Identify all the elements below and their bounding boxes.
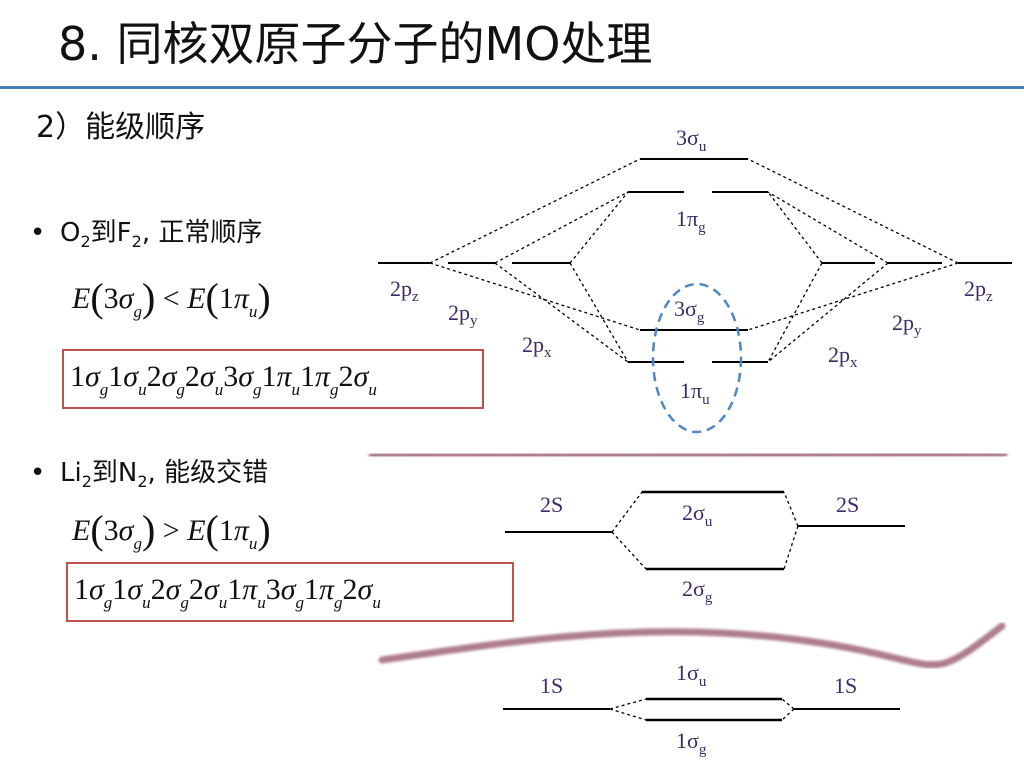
correlation-lines-2p bbox=[429, 158, 959, 363]
label-left-2s: 2S bbox=[540, 492, 563, 517]
orbital-term: 1σu bbox=[112, 573, 151, 612]
label-left-2pz: 2pz bbox=[390, 276, 419, 305]
label-3su: 3σu bbox=[676, 125, 707, 155]
mo-diagram-2s bbox=[505, 490, 905, 571]
bullet-text: O2到F2, 正常顺序 bbox=[60, 218, 263, 251]
orbital-term: 3σg bbox=[265, 573, 305, 612]
page-title: 8. 同核双原子分子的MO处理 bbox=[58, 17, 653, 71]
energy-inequality-2: E(3σg) > E(1πu) bbox=[72, 507, 271, 554]
orbital-term: 2σu bbox=[188, 573, 228, 612]
bullet-o2-f2: • O2到F2, 正常顺序 bbox=[30, 216, 262, 259]
energy-inequality-1: E(3σg) < E(1πu) bbox=[72, 275, 271, 322]
orbital-term: 2σg bbox=[150, 573, 189, 612]
label-1su: 1σu bbox=[676, 660, 707, 690]
label-right-2px: 2px bbox=[828, 342, 858, 371]
title-divider bbox=[0, 86, 1024, 89]
divider-line-lower bbox=[378, 622, 1006, 669]
orbital-term: 1πu bbox=[227, 573, 266, 612]
label-1sg: 1σg bbox=[676, 728, 707, 758]
orbital-term: 1σu bbox=[108, 360, 147, 399]
orbital-term: 2σu bbox=[184, 360, 224, 399]
orbital-term: 1πu bbox=[261, 360, 301, 399]
orbital-term: 1σg bbox=[70, 360, 109, 399]
bullet-dot: • bbox=[30, 218, 46, 248]
bullet-dot: • bbox=[30, 458, 46, 488]
bullet-text: Li2到N2, 能级交错 bbox=[60, 458, 269, 491]
mo-diagram-1s bbox=[503, 697, 900, 722]
orbital-term: 1πg bbox=[300, 360, 339, 399]
label-right-1s: 1S bbox=[834, 673, 857, 698]
orbital-term: 2σu bbox=[338, 360, 377, 399]
label-1pu: 1πu bbox=[680, 378, 710, 408]
orbital-term: 1πg bbox=[304, 573, 343, 612]
label-left-2px: 2px bbox=[522, 332, 552, 361]
orbital-term: 3σg bbox=[223, 360, 262, 399]
divider-line-upper bbox=[368, 450, 1008, 460]
orbital-sequence-li2-n2: 1σg1σu2σg2σu1πu3σg1πg2σu bbox=[66, 562, 514, 622]
label-right-2s: 2S bbox=[836, 492, 859, 517]
label-left-1s: 1S bbox=[540, 673, 563, 698]
label-3sg: 3σg bbox=[674, 296, 705, 326]
orbital-term: 1σg bbox=[74, 573, 113, 612]
orbital-term: 2σu bbox=[342, 573, 381, 612]
section-subtitle: 2）能级顺序 bbox=[36, 110, 206, 145]
label-2sg: 2σg bbox=[682, 576, 713, 606]
mo-diagram-2p bbox=[378, 158, 1012, 363]
bullet-li2-n2: • Li2到N2, 能级交错 bbox=[30, 456, 268, 499]
orbital-term: 2σg bbox=[146, 360, 185, 399]
highlight-ellipse bbox=[651, 282, 743, 434]
label-1pg: 1πg bbox=[676, 206, 706, 236]
label-right-2pz: 2pz bbox=[964, 276, 993, 305]
label-right-2py: 2py bbox=[892, 310, 922, 339]
orbital-sequence-o2-f2: 1σg1σu2σg2σu3σg1πu1πg2σu bbox=[62, 349, 484, 409]
label-2su: 2σu bbox=[682, 500, 713, 530]
label-left-2py: 2py bbox=[448, 300, 478, 329]
